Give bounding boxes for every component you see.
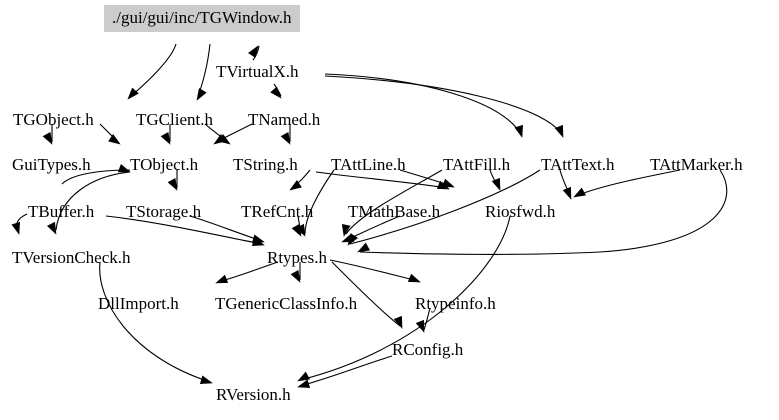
- edge-TVersionCheck-to-RVersion: [99, 261, 211, 383]
- graph-node-GuiTypes[interactable]: GuiTypes.h: [12, 155, 91, 174]
- graph-node-TAttText[interactable]: TAttText.h: [541, 155, 615, 174]
- graph-node-TGenericClassInfo[interactable]: TGenericClassInfo.h: [215, 294, 358, 313]
- edge-TObject-to-TVersionCheck: [55, 171, 131, 231]
- edge-TGWindow-to-TGClient: [197, 43, 211, 97]
- graph-node-TMathBase[interactable]: TMathBase.h: [348, 202, 441, 221]
- graph-node-RConfig[interactable]: RConfig.h: [392, 340, 464, 359]
- edge-TVirtualX-to-TAttText: [324, 75, 563, 135]
- arrowhead-TVersionCheck-to-RVersion: [199, 375, 213, 384]
- graph-node-TAttFill[interactable]: TAttFill.h: [443, 155, 511, 174]
- edge-TAttFill-to-Rtypes: [345, 169, 443, 235]
- edge-Rtypes-to-Rtypeinfo: [329, 259, 419, 282]
- graph-node-TGClient[interactable]: TGClient.h: [136, 110, 213, 129]
- graph-node-TAttMarker[interactable]: TAttMarker.h: [650, 155, 743, 174]
- edge-TGWindow-to-TGObject: [130, 43, 177, 97]
- arrowhead-TGWindow-to-TGObject: [127, 87, 139, 100]
- arrowhead-TObject-to-TBuffer: [117, 163, 131, 173]
- arrowhead-TNamed-to-TString: [280, 131, 291, 145]
- arrowhead-TGObject-to-TObject: [108, 134, 121, 145]
- edge-TVirtualX-to-TGWindow: [252, 45, 260, 61]
- edge-TBuffer-to-Rtypes: [105, 215, 263, 245]
- edge-Riosfwd-to-RVersion: [299, 215, 511, 381]
- edge-TAttMarker-to-Rtypes: [359, 169, 728, 255]
- arrowhead-TAttText-to-Riosfwd: [562, 186, 572, 200]
- arrowhead-Rtypes-to-Rtypeinfo: [407, 273, 421, 283]
- graph-node-Riosfwd[interactable]: Riosfwd.h: [485, 202, 556, 221]
- arrowhead-TGWindow-to-TGClient: [196, 88, 207, 101]
- arrowhead-RConfig-to-RVersion: [297, 379, 311, 388]
- graph-node-TVersionCheck[interactable]: TVersionCheck.h: [12, 248, 131, 267]
- arrowhead-TNamed-to-TObject: [213, 134, 226, 145]
- arrowhead-TAttFill-to-Rtypes: [341, 224, 351, 237]
- arrowhead-TAttMarker-to-Riosfwd: [573, 187, 587, 198]
- arrowhead-TVirtualX-to-TAttText: [554, 124, 564, 138]
- graph-node-TBuffer[interactable]: TBuffer.h: [28, 202, 95, 221]
- arrowhead-TVirtualX-to-TNamed: [270, 86, 282, 99]
- arrowhead-TBuffer-to-TVersionCheck: [11, 221, 20, 235]
- arrowhead-TRefCnt-to-Rtypes: [291, 223, 302, 237]
- arrowhead-TGObject-to-GuiTypes: [42, 131, 53, 145]
- graph-node-TRefCnt[interactable]: TRefCnt.h: [241, 202, 314, 221]
- arrowhead-TObject-to-TStorage: [167, 177, 178, 191]
- arrowhead-TAttLine-to-TMathBase: [441, 178, 455, 188]
- edge-RConfig-to-RVersion: [299, 355, 393, 387]
- graph-node-TStorage[interactable]: TStorage.h: [126, 202, 202, 221]
- graph-node-Rtypes[interactable]: Rtypes.h: [267, 248, 327, 267]
- arrowhead-TGClient-to-TObject: [160, 131, 171, 145]
- edge-TAttLine-to-Rtypes: [304, 169, 335, 235]
- arrowhead-Riosfwd-to-RVersion: [297, 371, 311, 382]
- arrowhead-TAttMarker-to-Rtypes: [357, 242, 371, 253]
- arrowhead-TString-to-TRefCnt: [289, 180, 302, 191]
- graph-node-TNamed[interactable]: TNamed.h: [248, 110, 321, 129]
- arrowhead-TObject-to-TVersionCheck: [46, 221, 57, 235]
- graph-node-RVersion[interactable]: RVersion.h: [216, 385, 291, 404]
- arrowhead-Rtypes-to-DllImport: [215, 274, 229, 284]
- arrowhead-Rtypes-to-RConfig: [393, 315, 403, 329]
- edge-Rtypeinfo-to-RConfig: [423, 307, 431, 331]
- graph-node-TString[interactable]: TString.h: [233, 155, 298, 174]
- arrowhead-Rtypeinfo-to-RConfig: [415, 319, 425, 333]
- graph-node-TObject[interactable]: TObject.h: [130, 155, 199, 174]
- arrowhead-TVirtualX-to-TAttFill: [514, 124, 523, 138]
- edge-Rtypes-to-RConfig: [331, 261, 401, 327]
- graph-node-TGWindow[interactable]: ./gui/gui/inc/TGWindow.h: [104, 5, 300, 32]
- graph-node-DllImport[interactable]: DllImport.h: [98, 294, 179, 313]
- arrowhead-TVirtualX-to-TGWindow: [248, 45, 259, 58]
- arrowhead-TMathBase-to-Rtypes: [341, 233, 355, 243]
- graph-node-Rtypeinfo[interactable]: Rtypeinfo.h: [415, 294, 496, 313]
- graph-node-TVirtualX[interactable]: TVirtualX.h: [216, 62, 299, 81]
- arrowhead-TAttFill-to-Riosfwd: [491, 177, 501, 191]
- arrowhead-TStorage-to-Rtypes: [251, 234, 265, 243]
- edge-TVirtualX-to-TAttFill: [324, 73, 522, 135]
- arrowhead-Rtypes-to-TGenericClassInfo: [290, 269, 301, 283]
- graph-node-TAttLine[interactable]: TAttLine.h: [331, 155, 406, 174]
- edge-TAttText-to-Rtypes: [349, 169, 541, 245]
- graph-node-TGObject[interactable]: TGObject.h: [13, 110, 94, 129]
